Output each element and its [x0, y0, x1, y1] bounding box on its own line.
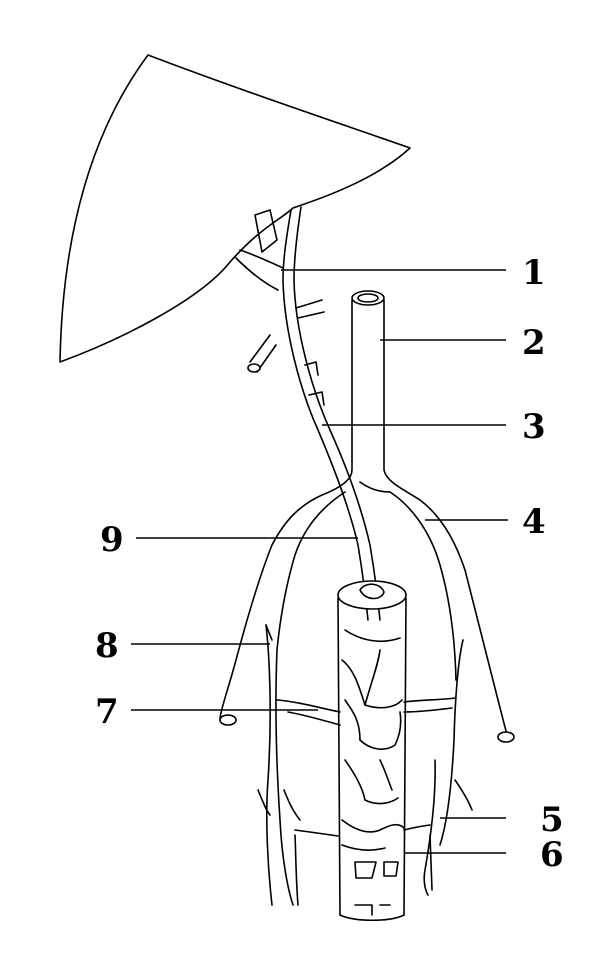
label-4: 4 — [522, 502, 546, 542]
side-veins — [257, 624, 473, 906]
rectum-plexus — [276, 580, 457, 921]
label-1: 1 — [522, 253, 546, 293]
label-7: 7 — [95, 692, 119, 732]
leader-lines — [131, 269, 508, 854]
aorta — [219, 290, 515, 906]
label-5: 5 — [540, 800, 564, 840]
liver-outline — [59, 54, 411, 363]
label-3: 3 — [522, 407, 546, 447]
label-6: 6 — [540, 835, 564, 875]
portal-vein — [235, 206, 381, 621]
label-2: 2 — [522, 323, 546, 363]
label-9: 9 — [100, 520, 124, 560]
label-8: 8 — [95, 626, 119, 666]
